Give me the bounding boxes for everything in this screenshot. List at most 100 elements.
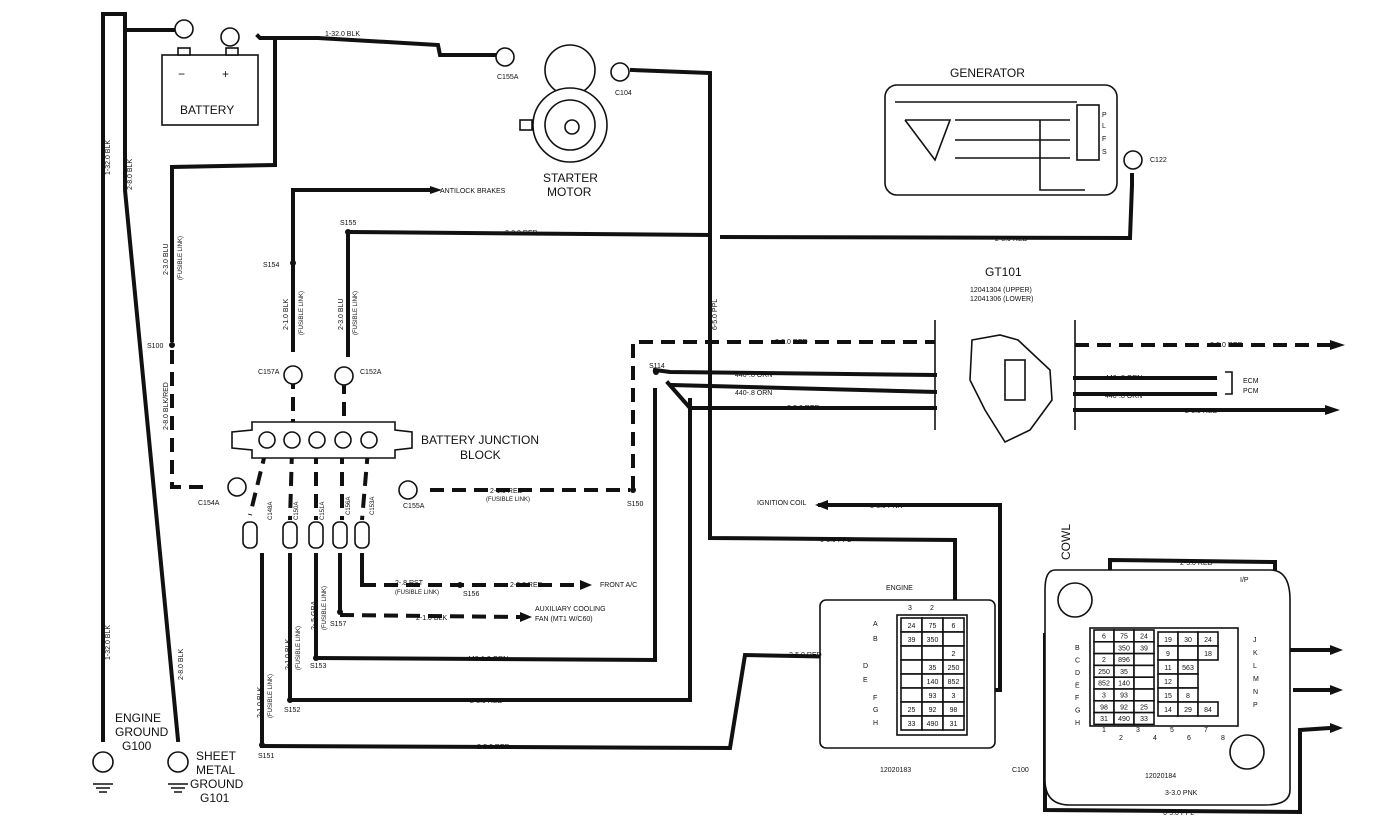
label-2-2-red: 2-2.0 RED <box>510 582 543 589</box>
ip-row-m: M <box>1253 676 1259 683</box>
ip-right-cell <box>1177 645 1199 661</box>
ip-right-cell-label: 563 <box>1182 665 1194 672</box>
ip-left-cell-label: 92 <box>1120 704 1128 711</box>
engine-connector-cell-label: 31 <box>950 721 958 728</box>
engine-connector-cell-label: 75 <box>929 623 937 630</box>
label-2-8-rst: 2-.8 RST <box>395 580 424 587</box>
ip-bottom-pin-4: 4 <box>1153 735 1157 742</box>
label-2-5-red-ip: 2-5.0 RED <box>1180 560 1213 567</box>
ip-left-cell-label: 2 <box>1102 657 1106 664</box>
cowl-label: COWL <box>1059 524 1073 560</box>
label-2-5-red-a: 2-5.0 RED <box>775 339 808 346</box>
label-aux-fan-2: FAN (MT1 W/C60) <box>535 616 593 623</box>
ip-row-g: G <box>1075 708 1080 715</box>
ip-left-cell <box>1133 688 1155 702</box>
ip-right-cell <box>1197 701 1219 717</box>
battery: − + BATTERY <box>161 47 259 126</box>
ip-right-cell <box>1197 645 1219 661</box>
label-c156a: C156A <box>346 497 352 515</box>
engine-connector-cell <box>942 715 965 731</box>
ip-left-cell-label: 39 <box>1140 645 1148 652</box>
ip-left-cell-label: 140 <box>1118 681 1130 688</box>
gen-terminal-s: S <box>1102 149 1107 156</box>
starter-label-1: STARTER <box>543 171 598 185</box>
ip-row-h: H <box>1075 720 1080 727</box>
label-front-ac: FRONT A/C <box>600 582 637 589</box>
label-s152: S152 <box>284 707 300 714</box>
engine-top-pin-3: 3 <box>908 605 912 612</box>
label-s150: S150 <box>627 501 643 508</box>
label-2-1-blk-b: 2-1.0 BLK <box>416 615 447 622</box>
ip-right-cell-label: 8 <box>1186 693 1190 700</box>
engine-connector-cell-label: 490 <box>927 721 939 728</box>
engine-row-e: E <box>863 677 868 684</box>
ip-left-cell-label: 31 <box>1100 716 1108 723</box>
engine-connector-cell-label: 3 <box>952 693 956 700</box>
ip-right-cell-label: 18 <box>1204 651 1212 658</box>
label-2-1-blk-v: 2-1.0 BLK <box>257 687 264 718</box>
label-6-5-ppl-c: 6-5.0 PPL <box>1163 810 1194 817</box>
label-pcm: PCM <box>1243 388 1259 395</box>
label-s157: S157 <box>330 621 346 628</box>
label-2-1-blk: 2-1.0 BLK <box>283 299 290 330</box>
label-c155a-top: C155A <box>497 74 519 81</box>
label-s114: S114 <box>649 363 665 370</box>
ip-row-k: K <box>1253 650 1258 657</box>
ip-right-cell-label: 29 <box>1184 707 1192 714</box>
ip-bottom-pin-5: 5 <box>1170 727 1174 734</box>
gt101-upper: 12041304 (UPPER) <box>970 287 1032 294</box>
label-fusible-link-1: (FUSIBLE LINK) <box>178 236 184 280</box>
engine-connector-cell-label: 6 <box>952 623 956 630</box>
gen-terminal-l: L <box>1102 123 1106 130</box>
generator: GENERATOR P L F S <box>884 66 1118 196</box>
wire-labels: 1-32.0 BLK 1-32.0 BLK 2-8.0 BLK 2-3.0 BL… <box>105 31 1259 817</box>
sheet-ground-1: SHEET <box>196 749 237 763</box>
label-1-32-blk-low: 1-32.0 BLK <box>105 625 112 660</box>
engine-row-d: D <box>863 663 868 670</box>
label-c150a: C150A <box>294 502 300 520</box>
arrowheads <box>430 186 1345 733</box>
label-2-5-red-d: 2-5.0 RED <box>470 698 503 705</box>
label-c151a: C151A <box>320 502 326 520</box>
gt101-label: GT101 <box>985 265 1022 279</box>
label-2-8-blk-vert: 2-8.0 BLK <box>127 159 134 190</box>
connector-labels: C155A C104 C122 C157A C152A C154A C155A … <box>198 74 1167 520</box>
label-2-5-red-r1: 2-5.0 RED <box>787 405 820 412</box>
ip-row-n: N <box>1253 689 1258 696</box>
label-s155: S155 <box>340 220 356 227</box>
label-c148a: C148A <box>268 502 274 520</box>
label-440-orn-r1: 440-.8 ORN <box>1105 375 1142 382</box>
ip-connector-part: 12020184 <box>1145 773 1176 780</box>
ip-left-cell-label: 250 <box>1098 669 1110 676</box>
label-c104: C104 <box>615 90 632 97</box>
label-1-32-blk-vert: 1-32.0 BLK <box>105 140 112 175</box>
gen-terminal-f: F <box>1102 136 1106 143</box>
ip-bottom-pin-6: 6 <box>1187 735 1191 742</box>
engine-row-g: G <box>873 707 878 714</box>
engine-ground-2: GROUND <box>115 725 169 739</box>
engine-connector-cell-label: 98 <box>950 707 958 714</box>
label-440-orn-b: 440-.8 ORN <box>735 390 772 397</box>
ip-left-cell-label: 75 <box>1120 633 1128 640</box>
ip-right-cell-label: 9 <box>1166 651 1170 658</box>
label-2-3-blu-b: 2-3.0 BLU <box>338 298 345 330</box>
label-2-8-red-gen: 2-8.0 RED <box>995 236 1028 243</box>
engine-ground-1: ENGINE <box>115 711 161 725</box>
label-440-1-orn: 440-1.0 ORN <box>467 656 508 663</box>
ip-left-cell <box>1133 652 1155 667</box>
label-c157a: C157A <box>258 369 280 376</box>
engine-connector-cell-label: 93 <box>929 693 937 700</box>
ip-left-cell <box>1133 664 1155 679</box>
ip-row-l: L <box>1253 663 1257 670</box>
battery-label: BATTERY <box>180 103 234 117</box>
label-2-8-blk-low: 2-8.0 BLK <box>178 649 185 680</box>
engine-row-h: H <box>873 720 878 727</box>
label-fusible-link-5: (FUSIBLE LINK) <box>395 590 439 596</box>
label-fusible-link-2: (FUSIBLE LINK) <box>299 291 305 335</box>
label-6-5-ppl: 6-5.0 PPL <box>712 299 719 330</box>
label-s100: S100 <box>147 343 163 350</box>
ip-right-cell-label: 84 <box>1204 707 1212 714</box>
